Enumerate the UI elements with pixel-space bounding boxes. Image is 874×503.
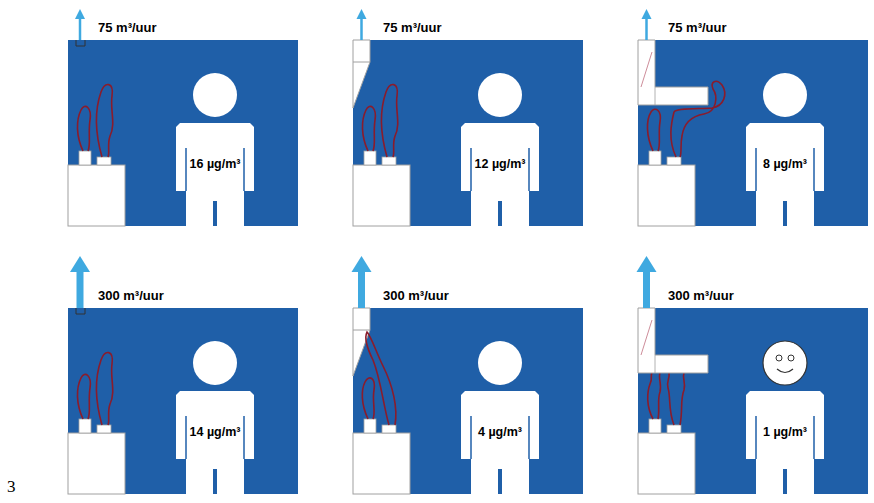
person-arm-line <box>813 416 815 459</box>
person-head <box>478 341 522 385</box>
person-arm-line <box>185 148 187 191</box>
exhaust-arrow <box>75 9 85 40</box>
person-arm-line <box>185 416 187 459</box>
person-box: 16 µg/m³ <box>176 73 254 226</box>
person-arm-line <box>813 148 815 191</box>
person-figure <box>746 341 824 494</box>
airflow-rate: 300 m³/uur <box>98 288 164 303</box>
exhaust-arrow <box>70 256 90 308</box>
concentration-value: 12 µg/m³ <box>461 157 539 171</box>
person-figure <box>461 73 539 226</box>
person-box: 8 µg/m³ <box>746 73 824 226</box>
airflow-rate: 300 m³/uur <box>383 288 449 303</box>
kitchen-panel: 75 m³/uur8 µg/m³ <box>638 40 868 226</box>
person-arm-line <box>755 148 757 191</box>
person-box: 14 µg/m³ <box>176 341 254 494</box>
person-body <box>746 123 824 226</box>
smiley-face <box>763 341 807 385</box>
airflow-rate: 75 m³/uur <box>383 20 442 35</box>
person-body <box>746 391 824 494</box>
person-arm-line <box>528 148 530 191</box>
person-figure <box>461 341 539 494</box>
person-box: 4 µg/m³ <box>461 341 539 494</box>
airflow-rate: 300 m³/uur <box>668 288 734 303</box>
concentration-value: 4 µg/m³ <box>461 425 539 439</box>
person-arm-line <box>528 416 530 459</box>
person-body <box>176 123 254 226</box>
person-arm-line <box>243 148 245 191</box>
kitchen-panel: 300 m³/uur1 µg/m³ <box>638 308 868 494</box>
person-box: 1 µg/m³ <box>746 341 824 494</box>
person-body <box>461 391 539 494</box>
person-head <box>763 73 807 117</box>
person-body <box>461 123 539 226</box>
person-box: 12 µg/m³ <box>461 73 539 226</box>
person-head <box>763 341 807 385</box>
person-arm-line <box>470 148 472 191</box>
figure-number: 3 <box>7 477 16 497</box>
kitchen-panel: 75 m³/uur16 µg/m³ <box>68 40 298 226</box>
exhaust-arrow <box>357 9 367 40</box>
kitchen-panel: 75 m³/uur12 µg/m³ <box>353 40 583 226</box>
person-arm-line <box>243 416 245 459</box>
concentration-value: 16 µg/m³ <box>176 157 254 171</box>
person-head <box>478 73 522 117</box>
head-outline <box>763 341 807 385</box>
airflow-rate: 75 m³/uur <box>98 20 157 35</box>
exhaust-arrow <box>352 256 372 308</box>
airflow-rate: 75 m³/uur <box>668 20 727 35</box>
concentration-value: 1 µg/m³ <box>746 425 824 439</box>
person-figure <box>176 341 254 494</box>
kitchen-panel: 300 m³/uur4 µg/m³ <box>353 308 583 494</box>
person-figure <box>746 73 824 226</box>
exhaust-arrow <box>642 9 652 40</box>
person-arm-line <box>755 416 757 459</box>
person-body <box>176 391 254 494</box>
person-head <box>193 341 237 385</box>
person-head <box>193 73 237 117</box>
kitchen-panel: 300 m³/uur14 µg/m³ <box>68 308 298 494</box>
concentration-value: 14 µg/m³ <box>176 425 254 439</box>
exhaust-arrow <box>637 256 657 308</box>
person-arm-line <box>470 416 472 459</box>
concentration-value: 8 µg/m³ <box>746 157 824 171</box>
person-figure <box>176 73 254 226</box>
